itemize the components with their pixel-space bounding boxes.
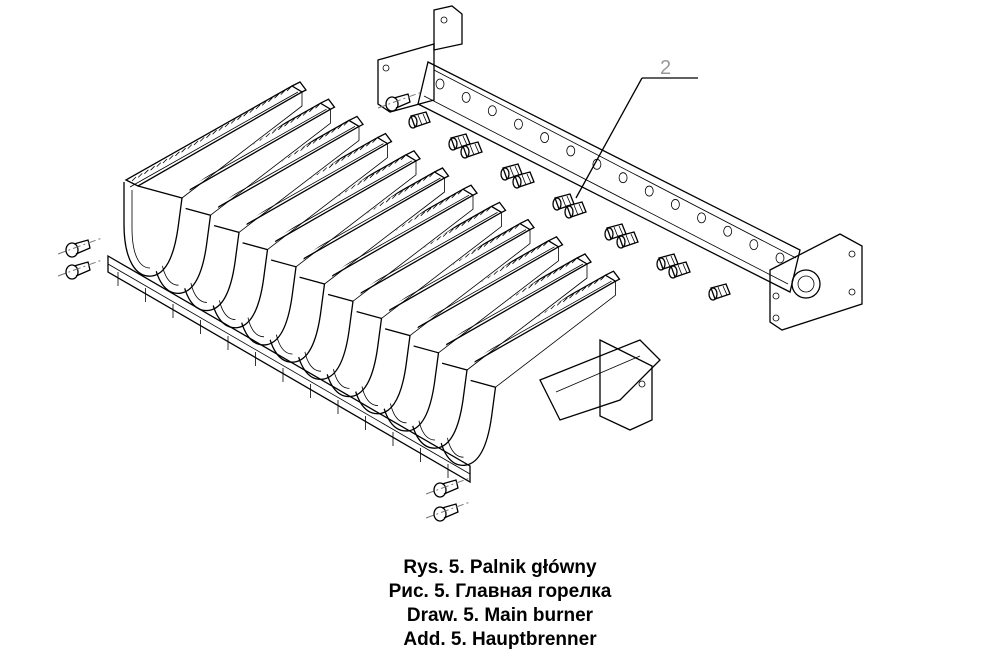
- burner-ramp: [123, 81, 307, 277]
- burner-ramps: [123, 81, 621, 466]
- fixing-screw: [57, 237, 103, 258]
- manifold-pipe: [417, 61, 801, 293]
- pipe-hole: [540, 132, 550, 143]
- pipe-hole: [618, 172, 628, 184]
- gas-nozzle: [708, 283, 731, 301]
- gas-nozzle: [500, 163, 523, 181]
- manifold-left-bracket: [433, 5, 463, 51]
- gas-nozzle: [668, 261, 691, 279]
- callout-2: 2: [575, 57, 698, 199]
- gas-nozzle: [604, 223, 627, 241]
- pipe-hole: [461, 91, 471, 103]
- gas-nozzle: [616, 231, 639, 249]
- pipe-hole: [487, 105, 497, 117]
- callout-number: 2: [660, 57, 671, 79]
- gas-nozzle: [564, 201, 587, 219]
- figure-caption: Rys. 5. Palnik główny Рис. 5. Главная го…: [0, 556, 1000, 652]
- pipe-hole: [514, 118, 523, 130]
- callout-leader: [575, 77, 643, 199]
- gas-nozzle: [552, 193, 575, 211]
- pipe-hole: [775, 252, 785, 264]
- fixing-screws: [57, 91, 471, 522]
- pipe-hole: [670, 199, 680, 210]
- pipe-hole: [644, 185, 654, 197]
- fixing-screw: [425, 477, 471, 498]
- gas-nozzle: [460, 141, 483, 159]
- caption-ru: Рис. 5. Главная горелка: [388, 581, 612, 602]
- caption-de: Add. 5. Hauptbrenner: [403, 629, 597, 650]
- gas-nozzle: [656, 253, 679, 271]
- gas-nozzle: [512, 171, 535, 189]
- manifold-gas-inlet: [791, 269, 821, 299]
- front-fixing-plate: [539, 338, 661, 431]
- fixing-screw: [377, 91, 423, 112]
- fixing-screw: [425, 501, 471, 522]
- gas-nozzle: [408, 111, 431, 129]
- gas-manifold: [377, 5, 863, 331]
- pipe-hole: [566, 145, 576, 157]
- caption-en: Draw. 5. Main burner: [406, 605, 594, 626]
- gas-nozzle: [448, 133, 471, 151]
- caption-pl: Rys. 5. Palnik główny: [403, 557, 597, 578]
- pipe-hole: [749, 239, 759, 251]
- manifold-right-bracket: [769, 233, 863, 331]
- pipe-hole: [435, 78, 445, 90]
- fixing-screw: [57, 259, 103, 280]
- pipe-hole: [697, 212, 706, 224]
- pipe-hole: [723, 225, 733, 237]
- burner-support-rail: [107, 254, 471, 484]
